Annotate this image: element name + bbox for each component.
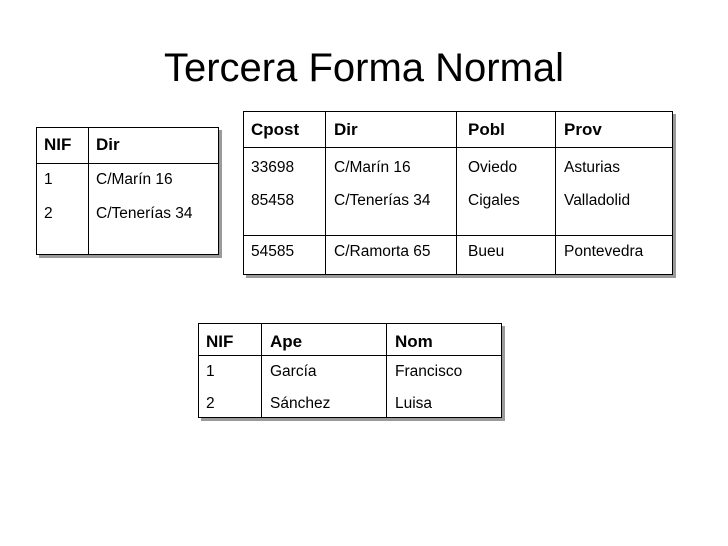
cell-cpost: 85458 xyxy=(251,192,295,209)
cell-nom: Luisa xyxy=(395,395,433,412)
cell-pobl: Bueu xyxy=(468,243,505,260)
cell-pobl: Cigales xyxy=(468,192,520,209)
cell-cpost: 33698 xyxy=(251,159,295,176)
table-cpost: Cpost Dir Pobl Prov 33698 C/Marín 16 Ovi… xyxy=(243,111,676,278)
column-header-dir: Dir xyxy=(334,120,358,139)
cell-nif: 2 xyxy=(206,395,215,412)
cell-dir: C/Marín 16 xyxy=(334,159,411,176)
cell-cpost: 54585 xyxy=(251,243,295,260)
column-header-nif: NIF xyxy=(44,135,72,154)
column-header-pobl: Pobl xyxy=(468,120,505,139)
column-header-nom: Nom xyxy=(395,332,433,351)
cell-nom: Francisco xyxy=(395,363,463,380)
cell-nif: 1 xyxy=(206,363,215,380)
column-header-dir: Dir xyxy=(96,135,120,154)
cell-dir: C/Ramorta 65 xyxy=(334,243,431,260)
table-nif-ape: NIF Ape Nom 1 García Francisco 2 Sánchez… xyxy=(198,323,505,421)
cell-ape: García xyxy=(270,363,317,380)
cell-prov: Asturias xyxy=(564,159,620,176)
cell-prov: Valladolid xyxy=(564,192,631,209)
column-header-cpost: Cpost xyxy=(251,120,300,139)
page-title: Tercera Forma Normal xyxy=(163,46,565,90)
column-header-ape: Ape xyxy=(270,332,303,351)
cell-ape: Sánchez xyxy=(270,395,331,412)
column-header-nif: NIF xyxy=(206,332,234,351)
cell-nif: 2 xyxy=(44,205,53,222)
cell-dir: C/Tenerías 34 xyxy=(96,205,193,222)
cell-dir: C/Tenerías 34 xyxy=(334,192,431,209)
table-nif-dir: NIF Dir 1 C/Marín 16 2 C/Tenerías 34 xyxy=(36,127,222,258)
cell-prov: Pontevedra xyxy=(564,243,644,260)
cell-dir: C/Marín 16 xyxy=(96,171,173,188)
cell-nif: 1 xyxy=(44,171,53,188)
column-header-prov: Prov xyxy=(564,120,602,139)
cell-pobl: Oviedo xyxy=(468,159,518,176)
